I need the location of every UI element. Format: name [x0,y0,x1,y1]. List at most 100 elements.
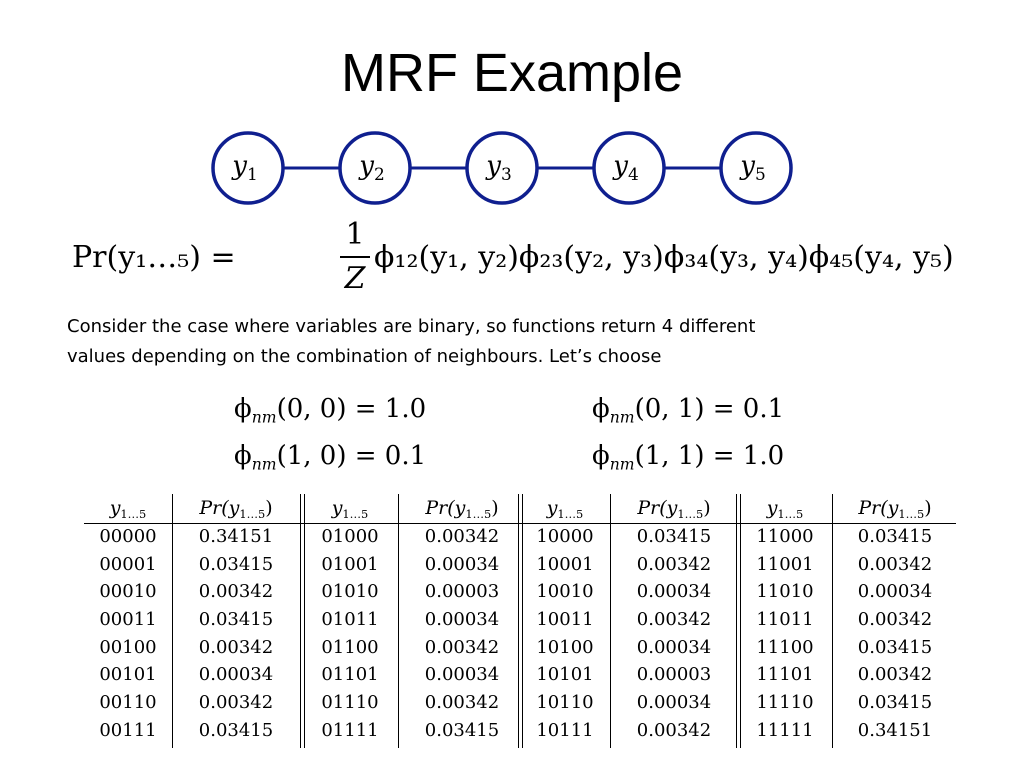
column-divider [304,494,305,748]
header-pr: Pr(y [199,497,240,519]
header-sub: 1…5 [120,506,147,521]
potential-sub: nm [609,408,635,427]
probability-cell: 0.00034 [636,636,712,658]
column-divider [832,494,833,748]
potential-sub: nm [609,455,635,474]
probability-cell: 0.00034 [636,581,712,603]
config-cell: 11101 [756,664,814,686]
probability-cell: 0.03415 [857,526,933,547]
config-cell: 10110 [536,692,594,714]
config-cell: 10101 [536,664,594,686]
config-cell: 11001 [756,553,814,575]
column-divider [398,494,399,748]
column-divider [300,494,301,748]
probability-cell: 0.00003 [636,664,712,686]
potential-11: ϕnm(1, 1) = 1.0 [592,441,784,473]
config-cell: 11011 [756,609,814,631]
node-label: y3 [485,151,512,185]
probability-cell: 0.00342 [198,581,274,603]
config-cell: 00110 [99,692,157,714]
potential-func: ϕ [592,441,610,471]
config-cell: 00111 [99,719,157,741]
config-cell: 10010 [536,581,594,603]
header-probability: Pr(y1…5) [832,494,958,523]
probability-cell: 0.00342 [424,692,500,714]
potential-args: (0, 0) = 1.0 [276,394,427,424]
potential-01: ϕnm(0, 1) = 0.1 [592,394,784,426]
probability-cell: 0.00342 [636,553,712,575]
probability-cell: 0.00342 [636,719,712,741]
node-circle [465,131,539,205]
graph-node-y2: y2 [338,131,412,205]
probability-cell: 0.03415 [198,609,274,631]
column-divider [172,494,173,748]
header-config: y1…5 [302,494,398,523]
fraction-denominator: Z [344,261,366,296]
formula-lhs: Pr(y₁…₅) = [72,240,236,275]
header-var: y [109,497,121,519]
formula-rhs: ϕ₁₂(y₁, y₂)ϕ₂₃(y₂, y₃)ϕ₃₄(y₃, y₄)ϕ₄₅(y₄,… [374,240,954,275]
config-cell: 01100 [321,636,379,658]
graph-node-y5: y5 [719,131,793,205]
config-cell: 00011 [99,609,157,631]
node-label: y1 [231,151,258,185]
probability-cell: 0.00034 [424,664,500,686]
column-divider [518,494,519,748]
config-cell: 11010 [756,581,814,603]
header-config: y1…5 [520,494,610,523]
config-cell: 01011 [321,609,379,631]
node-circle [211,131,285,205]
header-var: y [546,497,558,519]
config-cell: 11100 [756,636,814,658]
probability-cell: 0.00342 [857,609,933,631]
column-divider [522,494,523,748]
node-circle [338,131,412,205]
config-cell: 10100 [536,636,594,658]
probability-cell: 0.03415 [198,553,274,575]
header-var: y [331,497,343,519]
config-cell: 10001 [536,553,594,575]
node-label: y5 [739,151,766,185]
config-cell: 11110 [756,692,814,714]
header-pr-close: ) [265,497,273,519]
potential-args: (1, 0) = 0.1 [276,441,427,471]
graph-node-y4: y4 [592,131,666,205]
config-cell: 01110 [321,692,379,714]
graph-node-y1: y1 [211,131,285,205]
potential-sub: nm [251,408,277,427]
header-pr-close: ) [703,497,711,519]
slide-title: MRF Example [340,43,684,103]
header-sub: 1…5 [777,506,804,521]
header-pr-sub: 1…5 [239,506,266,521]
header-probability: Pr(y1…5) [172,494,300,523]
probability-cell: 0.00342 [857,553,933,575]
header-pr: Pr(y [858,497,899,519]
config-cell: 00010 [99,581,157,603]
paragraph-line-2: values depending on the combination of n… [67,346,662,367]
graph-node-y3: y3 [465,131,539,205]
probability-cell: 0.00342 [424,636,500,658]
fraction-numerator: 1 [345,217,365,252]
node-circle [719,131,793,205]
header-probability: Pr(y1…5) [610,494,738,523]
config-cell: 00101 [99,664,157,686]
probability-cell: 0.00034 [636,692,712,714]
column-divider [610,494,611,748]
probability-cell: 0.00034 [198,664,274,686]
node-label: y2 [358,151,385,185]
probability-cell: 0.00034 [424,553,500,575]
probability-cell: 0.00342 [424,526,500,547]
potential-sub: nm [251,455,277,474]
joint-probability-formula: Pr(y₁…₅) = 1 Z ϕ₁₂(y₁, y₂)ϕ₂₃(y₂, y₃)ϕ₃₄… [72,218,972,304]
probability-cell: 0.00003 [424,581,500,603]
potential-func: ϕ [234,394,252,424]
column-divider [736,494,737,748]
header-pr-sub: 1…5 [898,506,925,521]
